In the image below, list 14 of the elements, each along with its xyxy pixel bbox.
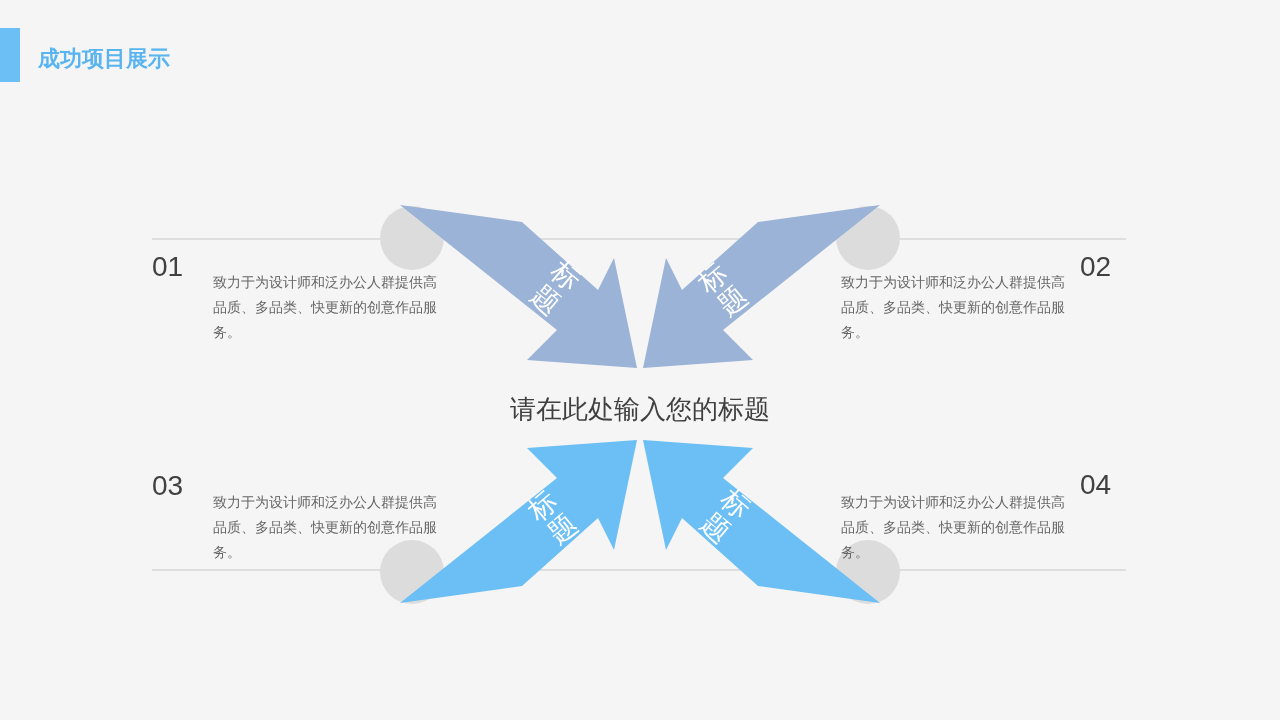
center-title: 请在此处输入您的标题	[510, 393, 770, 426]
item-description: 致力于为设计师和泛办公人群提供高品质、多品类、快更新的创意作品服务。	[213, 493, 438, 562]
item-description: 致力于为设计师和泛办公人群提供高品质、多品类、快更新的创意作品服务。	[841, 273, 1066, 342]
item-number: 04	[1080, 468, 1113, 502]
item-description: 致力于为设计师和泛办公人群提供高品质、多品类、快更新的创意作品服务。	[841, 493, 1066, 562]
arrow-label: 标题	[694, 483, 756, 550]
item-description: 致力于为设计师和泛办公人群提供高品质、多品类、快更新的创意作品服务。	[213, 273, 438, 342]
arrow-label: 标题	[692, 257, 754, 323]
page-title: 成功项目展示	[38, 45, 170, 73]
arrow-label: 标题	[522, 485, 584, 551]
arrow-label: 标题	[524, 255, 586, 322]
item-number: 03	[152, 469, 185, 503]
item-number: 01	[152, 250, 185, 284]
item-number: 02	[1080, 250, 1113, 284]
